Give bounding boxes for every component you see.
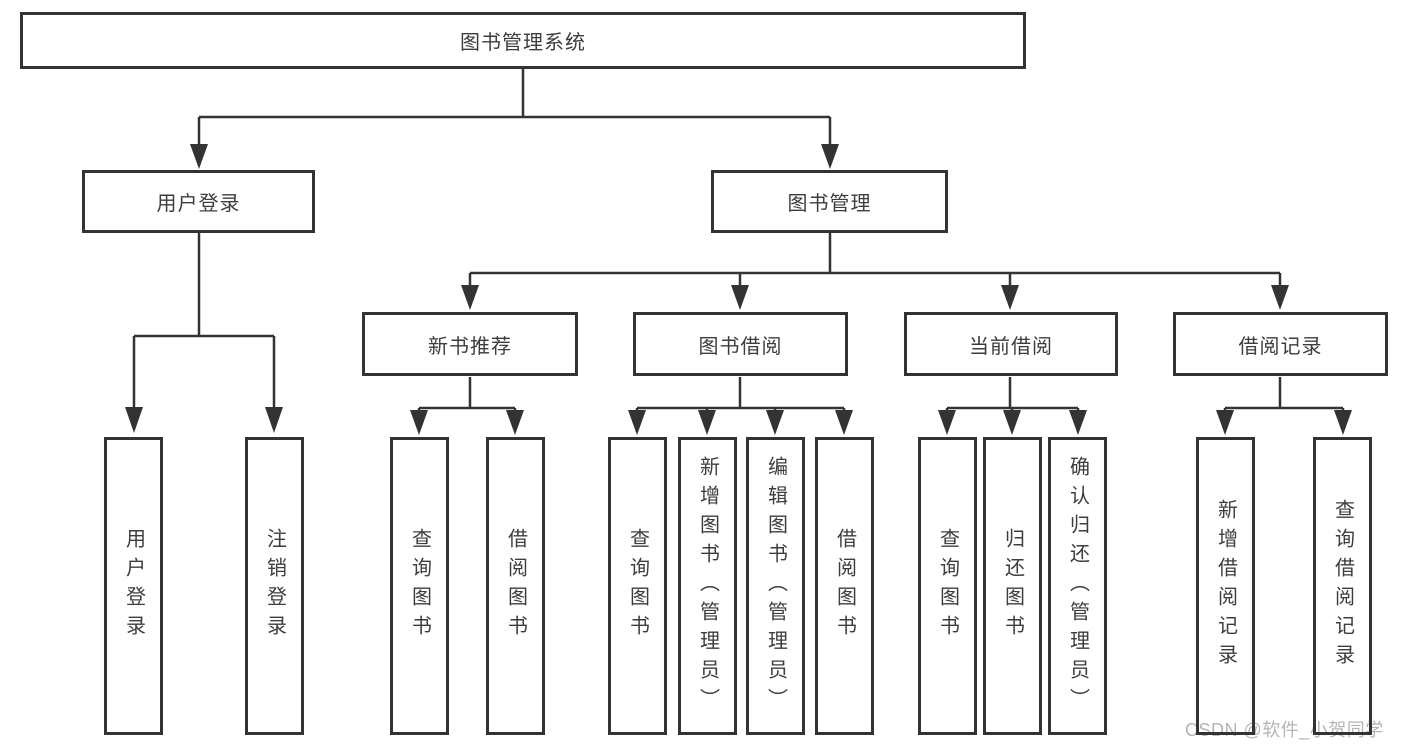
leaf-label: 注销登录 (263, 528, 286, 644)
arrowhead (1271, 285, 1289, 310)
node-new-book-recommend: 新书推荐 (362, 312, 578, 376)
arrowhead (461, 285, 479, 310)
node-leaf-query-books: 查询图书 (390, 437, 449, 735)
node-leaf-borrow-books: 借阅图书 (486, 437, 545, 735)
arrowhead (506, 410, 524, 435)
leaf-label: 新增图书（管理员） (696, 455, 719, 717)
arrowhead (766, 410, 784, 435)
arrowhead (698, 410, 716, 435)
node-leaf-logout: 注销登录 (245, 437, 304, 735)
leaf-label: 归还图书 (1001, 528, 1024, 644)
leaf-label: 查询借阅记录 (1331, 499, 1354, 673)
node-leaf-borrow-books: 借阅图书 (815, 437, 874, 735)
leaf-label: 编辑图书（管理员） (764, 455, 787, 717)
arrowhead (1069, 410, 1087, 435)
connector-login-split (132, 233, 276, 409)
leaf-label: 查询图书 (626, 528, 649, 644)
connector-manage-split (468, 233, 1282, 287)
arrowhead (628, 410, 646, 435)
arrowhead (410, 410, 428, 435)
leaf-label: 借阅图书 (504, 528, 527, 644)
connector-borrow-split (635, 377, 846, 412)
connector-current-split (945, 377, 1080, 412)
node-leaf-add-borrow-record: 新增借阅记录 (1196, 437, 1255, 735)
connector-root-split (197, 69, 832, 146)
arrowhead (125, 407, 143, 433)
node-borrowing-records: 借阅记录 (1173, 312, 1388, 376)
node-user-login: 用户登录 (82, 170, 315, 233)
node-book-management: 图书管理 (711, 170, 948, 233)
leaf-label: 新增借阅记录 (1214, 499, 1237, 673)
connector-newbook-split (417, 377, 517, 412)
watermark-text: CSDN @软件_小贺同学 (1185, 720, 1384, 740)
node-current-borrowing: 当前借阅 (904, 312, 1118, 376)
node-leaf-return-books: 归还图书 (983, 437, 1042, 735)
arrowheads (125, 144, 1352, 435)
node-leaf-query-borrow-record: 查询借阅记录 (1313, 437, 1372, 735)
node-book-borrowing: 图书借阅 (633, 312, 848, 376)
arrowhead (1216, 410, 1234, 435)
leaf-label: 查询图书 (408, 528, 431, 644)
arrowhead (1001, 285, 1019, 310)
arrowhead (265, 407, 283, 433)
node-leaf-add-books-admin: 新增图书（管理员） (678, 437, 737, 735)
arrowhead (731, 285, 749, 310)
node-leaf-user-login: 用户登录 (104, 437, 163, 735)
arrowhead (821, 144, 839, 169)
node-leaf-confirm-return-admin: 确认归还（管理员） (1048, 437, 1107, 735)
arrowhead (938, 410, 956, 435)
leaf-label: 用户登录 (122, 528, 145, 644)
arrowhead (1334, 410, 1352, 435)
leaf-label: 借阅图书 (833, 528, 856, 644)
node-leaf-query-books: 查询图书 (918, 437, 977, 735)
connector-records-split (1223, 377, 1345, 412)
leaf-label: 查询图书 (936, 528, 959, 644)
leaf-label: 确认归还（管理员） (1066, 455, 1089, 717)
arrowhead (190, 144, 208, 169)
arrowhead (835, 410, 853, 435)
arrowhead (1003, 410, 1021, 435)
node-library-management-system: 图书管理系统 (20, 12, 1026, 69)
node-leaf-edit-books-admin: 编辑图书（管理员） (746, 437, 805, 735)
node-leaf-query-books: 查询图书 (608, 437, 667, 735)
